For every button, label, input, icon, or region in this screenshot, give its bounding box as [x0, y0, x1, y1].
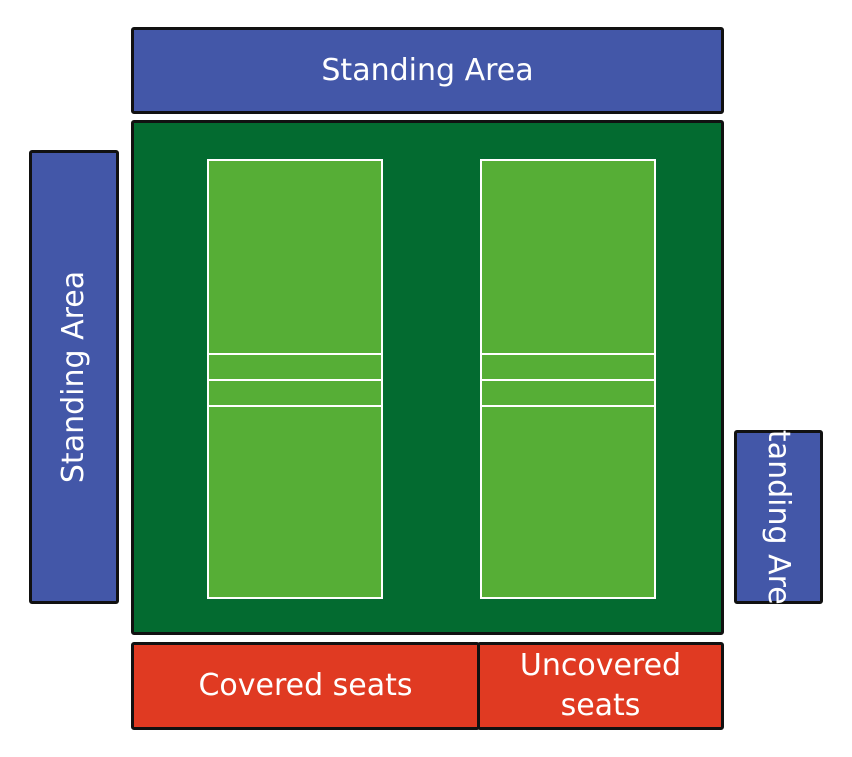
- standing-area-right-label: Standing Area: [761, 410, 797, 624]
- court-right: [480, 159, 656, 599]
- standing-area-left: Standing Area: [29, 150, 119, 604]
- court-line: [209, 405, 381, 407]
- court-line: [209, 379, 381, 381]
- standing-area-left-label: Standing Area: [56, 270, 91, 484]
- court-line: [482, 379, 654, 381]
- court-left: [207, 159, 383, 599]
- standing-area-top: Standing Area: [131, 27, 724, 114]
- court-line: [482, 405, 654, 407]
- court-line: [482, 353, 654, 355]
- court-line: [209, 353, 381, 355]
- standing-area-top-label: Standing Area: [321, 52, 534, 88]
- uncovered-seats: Uncovered seats: [477, 642, 724, 730]
- uncovered-seats-label: Uncovered seats: [519, 647, 682, 724]
- standing-area-right: Standing Area: [734, 411, 823, 623]
- covered-seats: Covered seats: [131, 642, 480, 730]
- playing-field: [131, 120, 724, 635]
- covered-seats-label: Covered seats: [198, 668, 413, 703]
